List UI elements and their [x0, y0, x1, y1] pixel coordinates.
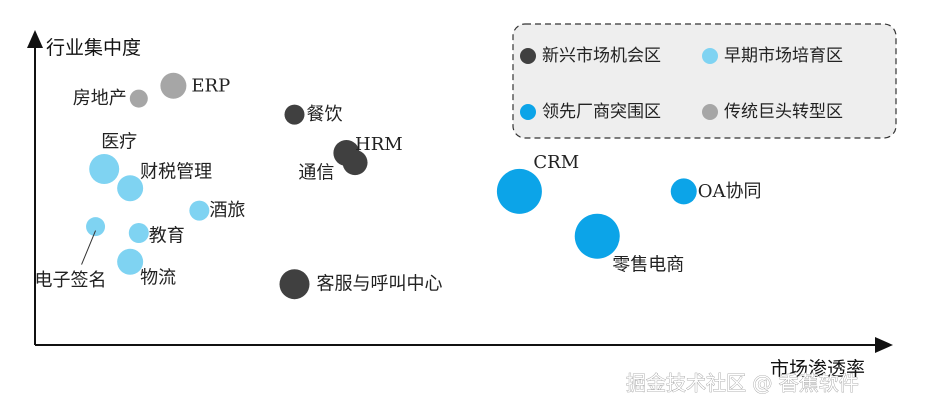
- data-point-房地产: [129, 89, 148, 108]
- data-point-通信: [333, 140, 360, 166]
- data-point-教育: [128, 223, 149, 243]
- data-point-客服与呼叫中心: [279, 269, 310, 300]
- data-point-CRM: [496, 168, 542, 214]
- data-point-医疗: [89, 154, 120, 184]
- leader-line: [81, 230, 97, 265]
- legend-marker-3: [702, 104, 718, 120]
- data-label-OA协同: OA协同: [698, 181, 762, 202]
- data-label-CRM: CRM: [533, 152, 579, 173]
- data-label-餐饮: 餐饮: [307, 104, 343, 125]
- legend-marker-1: [702, 48, 718, 64]
- y-axis-label: 行业集中度: [46, 37, 141, 59]
- legend-label-3: 传统巨头转型区: [724, 102, 843, 122]
- data-label-酒旅: 酒旅: [209, 200, 245, 221]
- data-point-电子签名: [86, 217, 106, 237]
- legend-marker-2: [520, 104, 536, 120]
- data-label-通信: 通信: [298, 163, 334, 184]
- legend-marker-0: [520, 48, 536, 64]
- data-point-餐饮: [284, 104, 305, 125]
- data-point-OA协同: [670, 178, 697, 205]
- data-point-ERP: [160, 72, 187, 99]
- x-axis-label: 市场渗透率: [770, 358, 865, 380]
- legend-label-0: 新兴市场机会区: [542, 46, 661, 66]
- data-label-物流: 物流: [140, 267, 176, 288]
- data-label-HRM: HRM: [355, 134, 403, 155]
- data-label-电子签名: 电子签名: [35, 270, 107, 291]
- data-label-房地产: 房地产: [73, 88, 127, 109]
- data-label-ERP: ERP: [191, 75, 230, 96]
- data-label-医疗: 医疗: [101, 132, 137, 153]
- data-label-教育: 教育: [149, 226, 185, 247]
- data-label-客服与呼叫中心: 客服与呼叫中心: [317, 274, 443, 295]
- data-point-物流: [117, 248, 144, 275]
- data-label-零售电商: 零售电商: [612, 255, 684, 276]
- data-points: [86, 72, 697, 300]
- legend-label-2: 领先厂商突围区: [542, 102, 661, 122]
- data-point-酒旅: [189, 200, 210, 221]
- data-point-财税管理: [117, 175, 144, 202]
- data-point-零售电商: [574, 213, 620, 259]
- legend-label-1: 早期市场培育区: [724, 46, 843, 66]
- watermark: 掘金技术社区 @ 香蕉软件: [626, 371, 859, 395]
- legend-box: [512, 23, 897, 139]
- data-label-财税管理: 财税管理: [140, 162, 212, 183]
